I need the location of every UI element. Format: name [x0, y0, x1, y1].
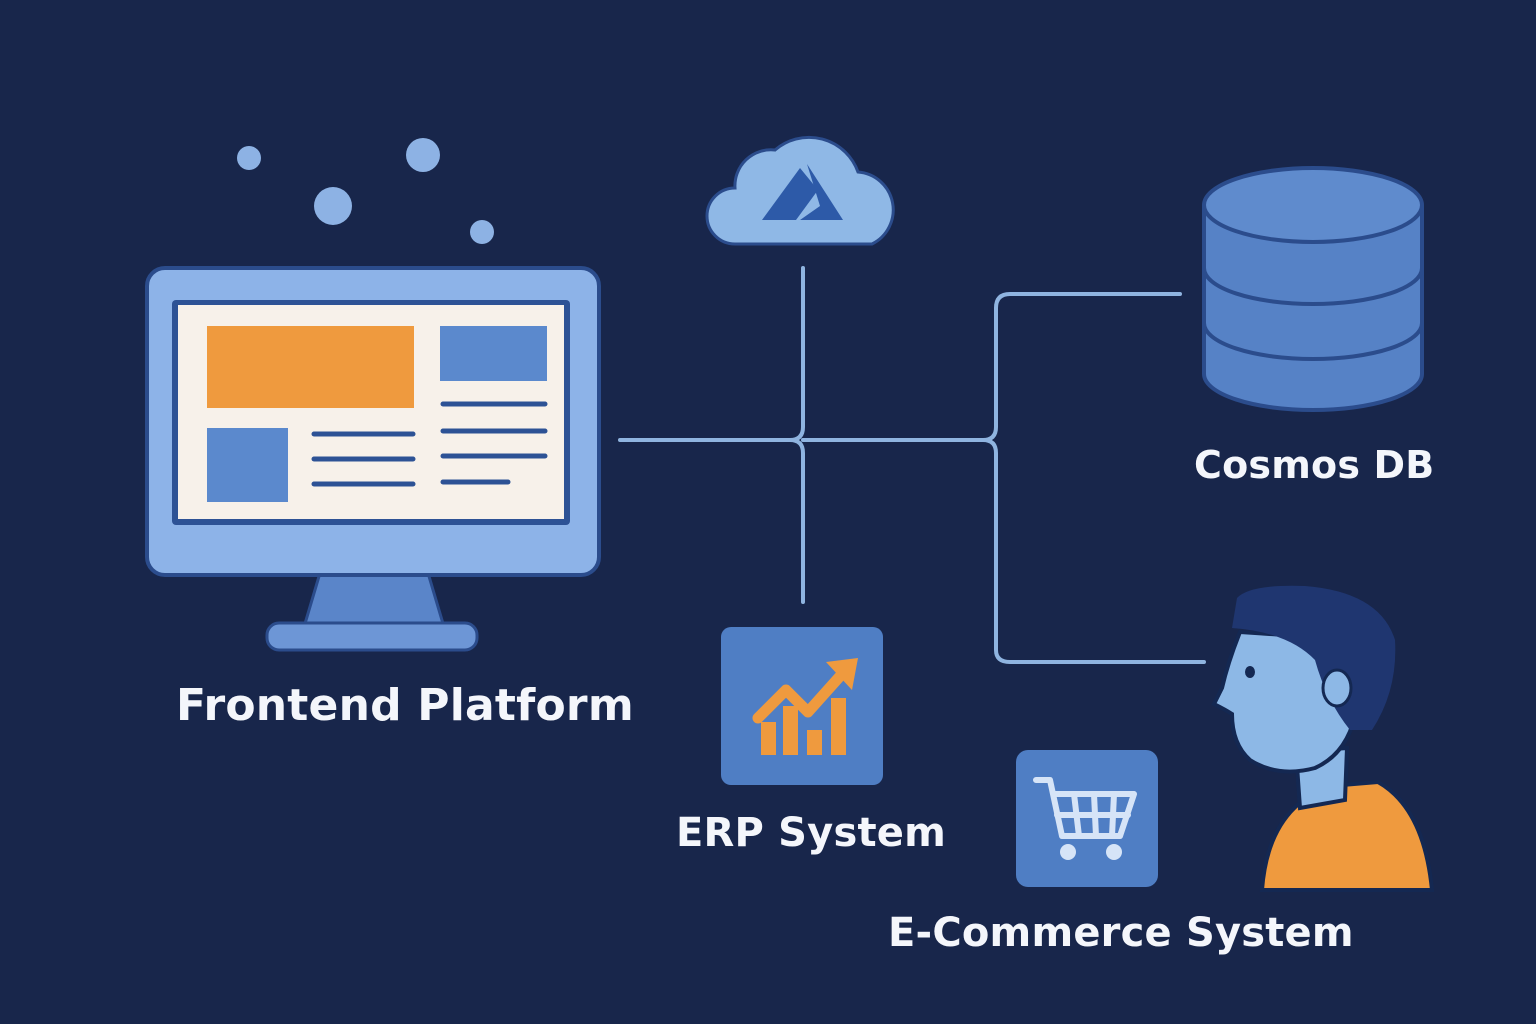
connector-frontend-hub — [618, 266, 805, 442]
erp-system-label: ERP System — [676, 810, 946, 856]
person-icon — [1211, 585, 1435, 892]
connector-hub-services — [801, 292, 1182, 442]
decorative-dots — [237, 138, 494, 244]
cosmos-db-label: Cosmos DB — [1194, 443, 1435, 487]
monitor-icon — [145, 266, 601, 652]
connector-hub-erp — [788, 438, 805, 604]
ecommerce-system-label: E-Commerce System — [888, 910, 1354, 956]
frontend-platform-label: Frontend Platform — [176, 680, 634, 731]
database-icon — [1202, 166, 1424, 412]
growth-chart-icon — [721, 627, 883, 785]
azure-cloud-icon — [705, 135, 895, 246]
connector-hub-user — [981, 438, 1206, 664]
connector-lines — [618, 266, 1206, 664]
shopping-cart-icon — [1016, 750, 1158, 887]
